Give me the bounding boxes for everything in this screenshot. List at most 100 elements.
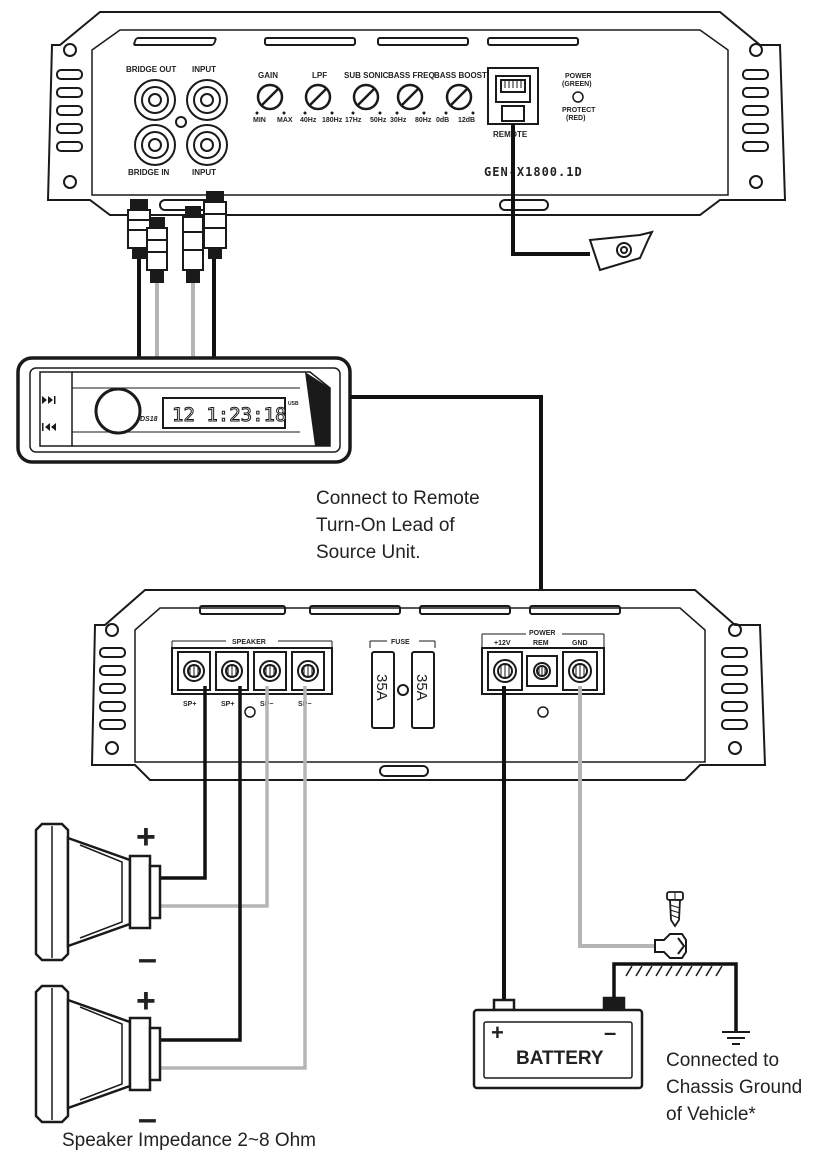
led-icon bbox=[572, 91, 584, 103]
power-wires bbox=[502, 686, 655, 1000]
ground-terminal-icon bbox=[588, 230, 654, 272]
knob-gain-max: MAX bbox=[277, 117, 293, 124]
knob-gain[interactable]: GAIN MIN MAX bbox=[253, 71, 293, 124]
input-top-label: INPUT bbox=[192, 65, 216, 74]
battery bbox=[472, 996, 644, 1090]
power-terminal-label-gnd: GND bbox=[572, 640, 588, 647]
ring-terminal-icon bbox=[654, 933, 687, 959]
speaker-terminal-4[interactable] bbox=[291, 651, 325, 691]
rewind-icon[interactable] bbox=[42, 423, 56, 431]
power-terminal-12v[interactable] bbox=[487, 651, 523, 691]
volume-knob[interactable] bbox=[94, 387, 142, 435]
rca-plug-1 bbox=[127, 199, 151, 259]
speaker-2-minus: – bbox=[138, 1100, 157, 1138]
screw-icon bbox=[666, 891, 684, 928]
knob-bass-freq-min: 30Hz bbox=[390, 117, 407, 124]
speaker-terminal-3[interactable] bbox=[253, 651, 287, 691]
chassis-ground bbox=[612, 891, 750, 1045]
center-screw bbox=[175, 116, 187, 128]
protect-led-label: PROTECT bbox=[562, 107, 596, 114]
power-block-label: POWER bbox=[529, 630, 555, 637]
power-block-screw bbox=[537, 706, 549, 718]
knob-lpf[interactable]: LPF 40Hz 180Hz bbox=[300, 71, 343, 124]
rca-plug-2 bbox=[146, 217, 168, 283]
speaker-2 bbox=[34, 984, 162, 1124]
knob-bass-freq[interactable]: BASS FREQ 30Hz 80Hz bbox=[388, 71, 435, 124]
impedance-note: Speaker Impedance 2~8 Ohm bbox=[62, 1130, 316, 1151]
rca-jack-input-bottom bbox=[186, 124, 228, 166]
fuse-1-rating: 35A bbox=[373, 674, 390, 701]
control-knobs: GAIN MIN MAX LPF 40Hz 180Hz SUB SONIC 17… bbox=[253, 71, 487, 124]
speaker-1-plus: + bbox=[136, 818, 156, 856]
ground-note-line-3: of Vehicle* bbox=[666, 1104, 756, 1125]
knob-bass-boost[interactable]: BASS BOOST 0dB 12dB bbox=[434, 71, 487, 124]
power-terminal-rem[interactable] bbox=[526, 655, 558, 687]
knob-bass-boost-title: BASS BOOST bbox=[434, 71, 487, 80]
rca-cables bbox=[127, 191, 227, 358]
knob-bass-boost-min: 0dB bbox=[436, 117, 449, 124]
fuse-1[interactable] bbox=[371, 651, 395, 729]
fast-forward-icon[interactable] bbox=[42, 396, 56, 404]
ground-note-line-2: Chassis Ground bbox=[666, 1077, 802, 1098]
battery-plus: + bbox=[491, 1020, 504, 1045]
knob-sub-sonic-title: SUB SONIC bbox=[344, 71, 389, 80]
fuse-2[interactable] bbox=[411, 651, 435, 729]
bridge-in-label: BRIDGE IN bbox=[128, 168, 170, 177]
speaker-terminal-label-1: SP+ bbox=[183, 701, 196, 708]
rca-jack-bridge-out bbox=[134, 79, 176, 121]
speaker-block-label: SPEAKER bbox=[232, 639, 266, 646]
power-terminal-label-rem: REM bbox=[533, 640, 549, 647]
ground-note: Connected to Chassis Ground of Vehicle* bbox=[666, 1050, 802, 1125]
remote-label: REMOTE bbox=[493, 130, 528, 139]
speaker-terminal-block bbox=[171, 640, 333, 695]
knob-bass-freq-max: 80Hz bbox=[415, 117, 432, 124]
remote-port[interactable] bbox=[487, 67, 539, 125]
speaker-1 bbox=[34, 822, 162, 962]
knob-gain-title: GAIN bbox=[258, 71, 278, 80]
knob-bass-freq-title: BASS FREQ bbox=[388, 71, 435, 80]
rca-plug-4 bbox=[203, 191, 227, 259]
knob-sub-sonic-max: 50Hz bbox=[370, 117, 387, 124]
speaker-1-minus: – bbox=[138, 940, 157, 978]
speaker-2-plus: + bbox=[136, 982, 156, 1020]
battery-label: BATTERY bbox=[516, 1048, 604, 1069]
remote-turn-on-wire bbox=[350, 395, 543, 638]
fuse-block-label: FUSE bbox=[391, 639, 410, 646]
display-time: 12 1:23:18 bbox=[172, 404, 286, 426]
speaker-block-screw bbox=[244, 706, 256, 718]
power-led-sub: (GREEN) bbox=[562, 81, 592, 88]
rca-jack-input-top bbox=[186, 79, 228, 121]
knob-lpf-min: 40Hz bbox=[300, 117, 317, 124]
model-label: GEN-X1800.1D bbox=[484, 165, 583, 179]
usb-label: USB bbox=[288, 401, 299, 407]
knob-sub-sonic-min: 17Hz bbox=[345, 117, 362, 124]
display-panel bbox=[162, 397, 286, 429]
remote-note-line-1: Connect to Remote bbox=[316, 488, 480, 509]
speaker-terminal-1[interactable] bbox=[177, 651, 211, 691]
power-terminal-gnd[interactable] bbox=[562, 651, 598, 691]
power-led-label: POWER bbox=[565, 73, 591, 80]
ground-note-line-1: Connected to bbox=[666, 1050, 779, 1071]
remote-note-line-3: Source Unit. bbox=[316, 542, 421, 563]
knob-dots bbox=[255, 111, 475, 115]
rca-jack-bridge-in bbox=[134, 124, 176, 166]
knob-gain-min: MIN bbox=[253, 117, 266, 124]
remote-ground-cable bbox=[511, 124, 654, 272]
remote-note-line-2: Turn-On Lead of bbox=[316, 515, 455, 536]
top-amplifier bbox=[46, 11, 787, 216]
rca-jacks bbox=[134, 79, 228, 166]
brand-logo: DS18 bbox=[140, 416, 158, 423]
fuse-2-rating: 35A bbox=[413, 674, 430, 701]
led-indicators: POWER (GREEN) PROTECT (RED) bbox=[562, 73, 596, 122]
battery-minus: – bbox=[604, 1020, 616, 1045]
speaker-terminal-label-2: SP+ bbox=[221, 701, 234, 708]
knob-sub-sonic[interactable]: SUB SONIC 17Hz 50Hz bbox=[344, 71, 389, 124]
eject-icon[interactable] bbox=[312, 388, 320, 394]
speaker-wires bbox=[160, 686, 307, 1070]
fuse-block bbox=[369, 640, 436, 729]
speaker-terminal-2[interactable] bbox=[215, 651, 249, 691]
input-bottom-label: INPUT bbox=[192, 168, 216, 177]
power-terminal-block bbox=[481, 633, 605, 695]
rca-plug-3 bbox=[182, 206, 204, 283]
